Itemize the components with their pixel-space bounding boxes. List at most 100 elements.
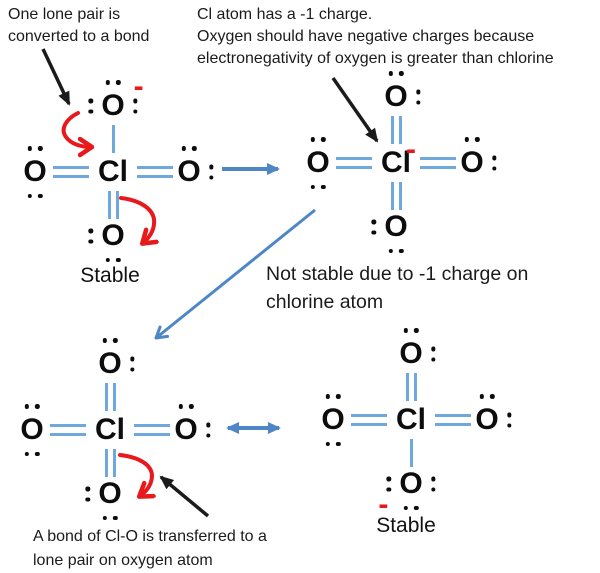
double-bond xyxy=(351,423,387,426)
double-bond xyxy=(398,182,402,210)
lone-pair xyxy=(325,394,341,399)
chlorine-atom: Cl - xyxy=(381,133,416,179)
oxygen-atom-right: O xyxy=(460,137,497,180)
pointer-arrow-icon xyxy=(41,48,71,106)
single-bond xyxy=(409,439,413,467)
double-bond xyxy=(405,373,409,401)
pointer-arrow-icon xyxy=(159,475,210,518)
double-bond xyxy=(50,424,86,427)
lone-pair xyxy=(178,404,194,409)
double-bond xyxy=(336,157,372,160)
oxygen-atom-top: O xyxy=(98,338,135,381)
double-bond xyxy=(435,423,471,426)
double-bond xyxy=(420,157,456,160)
double-bond xyxy=(413,373,417,401)
lone-pair xyxy=(133,98,138,114)
chlorine-atom: Cl xyxy=(98,155,128,188)
double-bond xyxy=(420,166,456,169)
double-bond xyxy=(398,116,402,144)
double-bond xyxy=(53,166,89,169)
negative-charge: - xyxy=(406,133,416,166)
annotation-lone-pair-note: One lone pair is converted to a bond xyxy=(8,4,149,48)
structure1-caption: Stable xyxy=(80,264,140,287)
oxygen-atom-right: O xyxy=(475,394,512,437)
double-bond xyxy=(351,414,387,417)
lone-pair xyxy=(507,412,512,428)
oxygen-atom-left: O xyxy=(23,146,47,198)
lone-pair xyxy=(479,394,495,399)
lone-pair xyxy=(310,184,326,189)
double-bond xyxy=(137,175,173,178)
double-bond xyxy=(104,449,108,477)
oxygen-atom-top: O xyxy=(399,328,436,371)
double-bond xyxy=(390,116,394,144)
lone-pair xyxy=(102,338,118,343)
electron-push-arrow-icon xyxy=(119,196,154,243)
lone-pair xyxy=(388,71,404,76)
annotation-not-stable-note: Not stable due to -1 charge on chlorine … xyxy=(266,260,528,316)
double-bond xyxy=(336,166,372,169)
double-bond xyxy=(112,449,116,477)
lone-pair xyxy=(102,515,118,520)
electron-push-arrow-icon xyxy=(118,453,152,496)
lone-pair xyxy=(206,422,211,438)
double-bond xyxy=(112,383,116,411)
lone-pair xyxy=(88,98,93,114)
lone-pair xyxy=(431,346,436,362)
oxygen-atom-left: O xyxy=(306,137,330,189)
annotation-line: A bond of Cl-O is transferred to a xyxy=(33,528,267,545)
lone-pair xyxy=(85,486,90,502)
oxygen-atom-top: O xyxy=(384,71,421,114)
lone-pair xyxy=(310,137,326,142)
annotation-line: One lone pair is xyxy=(8,6,121,23)
oxygen-atom-left: O xyxy=(321,394,345,446)
double-bond xyxy=(107,191,111,219)
annotation-bond-transfer-note: A bond of Cl-O is transferred to a lone … xyxy=(33,525,267,573)
lone-pair xyxy=(403,328,419,333)
annotation-line: Not stable due to -1 charge on xyxy=(266,263,529,285)
structure4-caption: Stable xyxy=(376,514,436,537)
double-bond xyxy=(134,424,170,427)
double-bond xyxy=(50,433,86,436)
negative-charge: - xyxy=(378,488,389,521)
annotation-line: lone pair on oxygen atom xyxy=(33,552,213,569)
lone-pair xyxy=(27,146,43,151)
electron-push-arrow-icon xyxy=(61,111,91,147)
lone-pair xyxy=(181,146,197,151)
double-bond xyxy=(390,182,394,210)
double-bond xyxy=(104,383,108,411)
annotation-line: converted to a bond xyxy=(8,28,150,45)
lone-pair xyxy=(431,476,436,492)
double-bond xyxy=(115,191,119,219)
oxygen-atom-bottom: O xyxy=(371,210,408,253)
double-bond xyxy=(435,414,471,417)
lone-pair xyxy=(386,476,391,492)
lone-pair xyxy=(325,441,341,446)
lone-pair xyxy=(371,219,376,235)
oxygen-atom-right: O xyxy=(174,404,211,447)
annotation-charge-note: Cl atom has a -1 charge. Oxygen should h… xyxy=(197,4,554,70)
lone-pair xyxy=(105,257,121,262)
oxygen-atom-bottom: O - xyxy=(378,467,436,520)
lone-pair xyxy=(130,356,135,372)
lone-pair xyxy=(88,228,93,244)
annotation-line: Oxygen should have negative charges beca… xyxy=(197,28,535,45)
lone-pair xyxy=(105,80,121,85)
pointer-arrow-icon xyxy=(331,76,379,143)
double-bond xyxy=(134,433,170,436)
lone-pair xyxy=(24,451,40,456)
lone-pair xyxy=(24,404,40,409)
negative-charge: - xyxy=(133,70,144,103)
double-bond xyxy=(137,166,173,169)
oxygen-atom-right: O xyxy=(177,146,214,189)
lone-pair xyxy=(209,164,214,180)
lone-pair xyxy=(492,155,497,171)
lone-pair xyxy=(416,89,421,105)
lone-pair xyxy=(464,137,480,142)
lone-pair xyxy=(388,248,404,253)
oxygen-atom-bottom: O xyxy=(88,219,125,262)
oxygen-atom-bottom: O xyxy=(85,477,122,520)
annotation-line: Cl atom has a -1 charge. xyxy=(197,6,373,23)
lone-pair xyxy=(27,193,43,198)
